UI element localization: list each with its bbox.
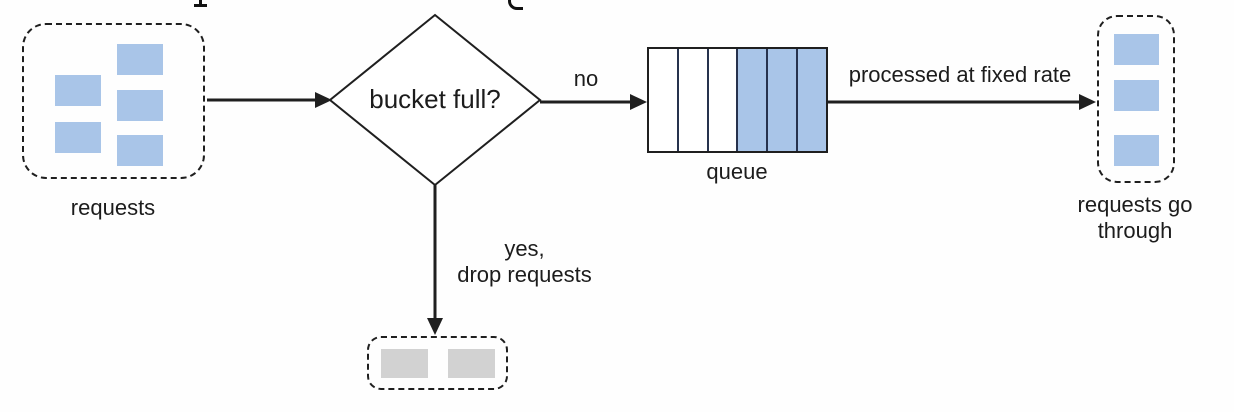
arrowhead-icon [1079, 94, 1096, 110]
queue-slot-filled [768, 49, 799, 151]
edge-label-yes-line1: yes, [504, 236, 545, 261]
request-item [1114, 34, 1159, 65]
edge-label-yes: yes, drop requests [442, 236, 607, 288]
edge-label-no: no [573, 66, 599, 91]
incoming-requests-label: requests [70, 195, 156, 220]
queue-slot-filled [798, 49, 826, 151]
request-item [117, 44, 163, 75]
dropped-request-item [381, 349, 428, 378]
incoming-requests-box [22, 23, 205, 179]
arrowhead-icon [630, 94, 647, 110]
queue-node [647, 47, 828, 153]
outgoing-requests-label: requests go through [1055, 192, 1215, 244]
outgoing-requests-box [1097, 15, 1175, 183]
decision-label: bucket full? [369, 84, 501, 114]
outgoing-requests-label-line1: requests go [1077, 192, 1193, 217]
queue-slot-empty [708, 49, 739, 151]
queue-slot-empty [649, 49, 679, 151]
cropped-text-fragment [508, 0, 523, 10]
request-item [117, 135, 163, 166]
outgoing-requests-label-line2: through [1097, 217, 1173, 243]
edge-label-yes-line2: drop requests [457, 261, 592, 287]
queue-slot-filled [738, 49, 769, 151]
request-item [55, 75, 101, 106]
request-item [1114, 80, 1159, 111]
cropped-text-fragment [199, 0, 202, 5]
queue-slot-empty [678, 49, 709, 151]
queue-label: queue [706, 159, 768, 184]
edge-label-processed: processed at fixed rate [848, 62, 1072, 87]
arrowhead-icon [427, 318, 443, 335]
request-item [1114, 135, 1159, 166]
cropped-text-fragment [194, 4, 207, 7]
request-item [117, 90, 163, 121]
dropped-request-item [448, 349, 495, 378]
dropped-requests-box [367, 336, 508, 390]
request-item [55, 122, 101, 153]
